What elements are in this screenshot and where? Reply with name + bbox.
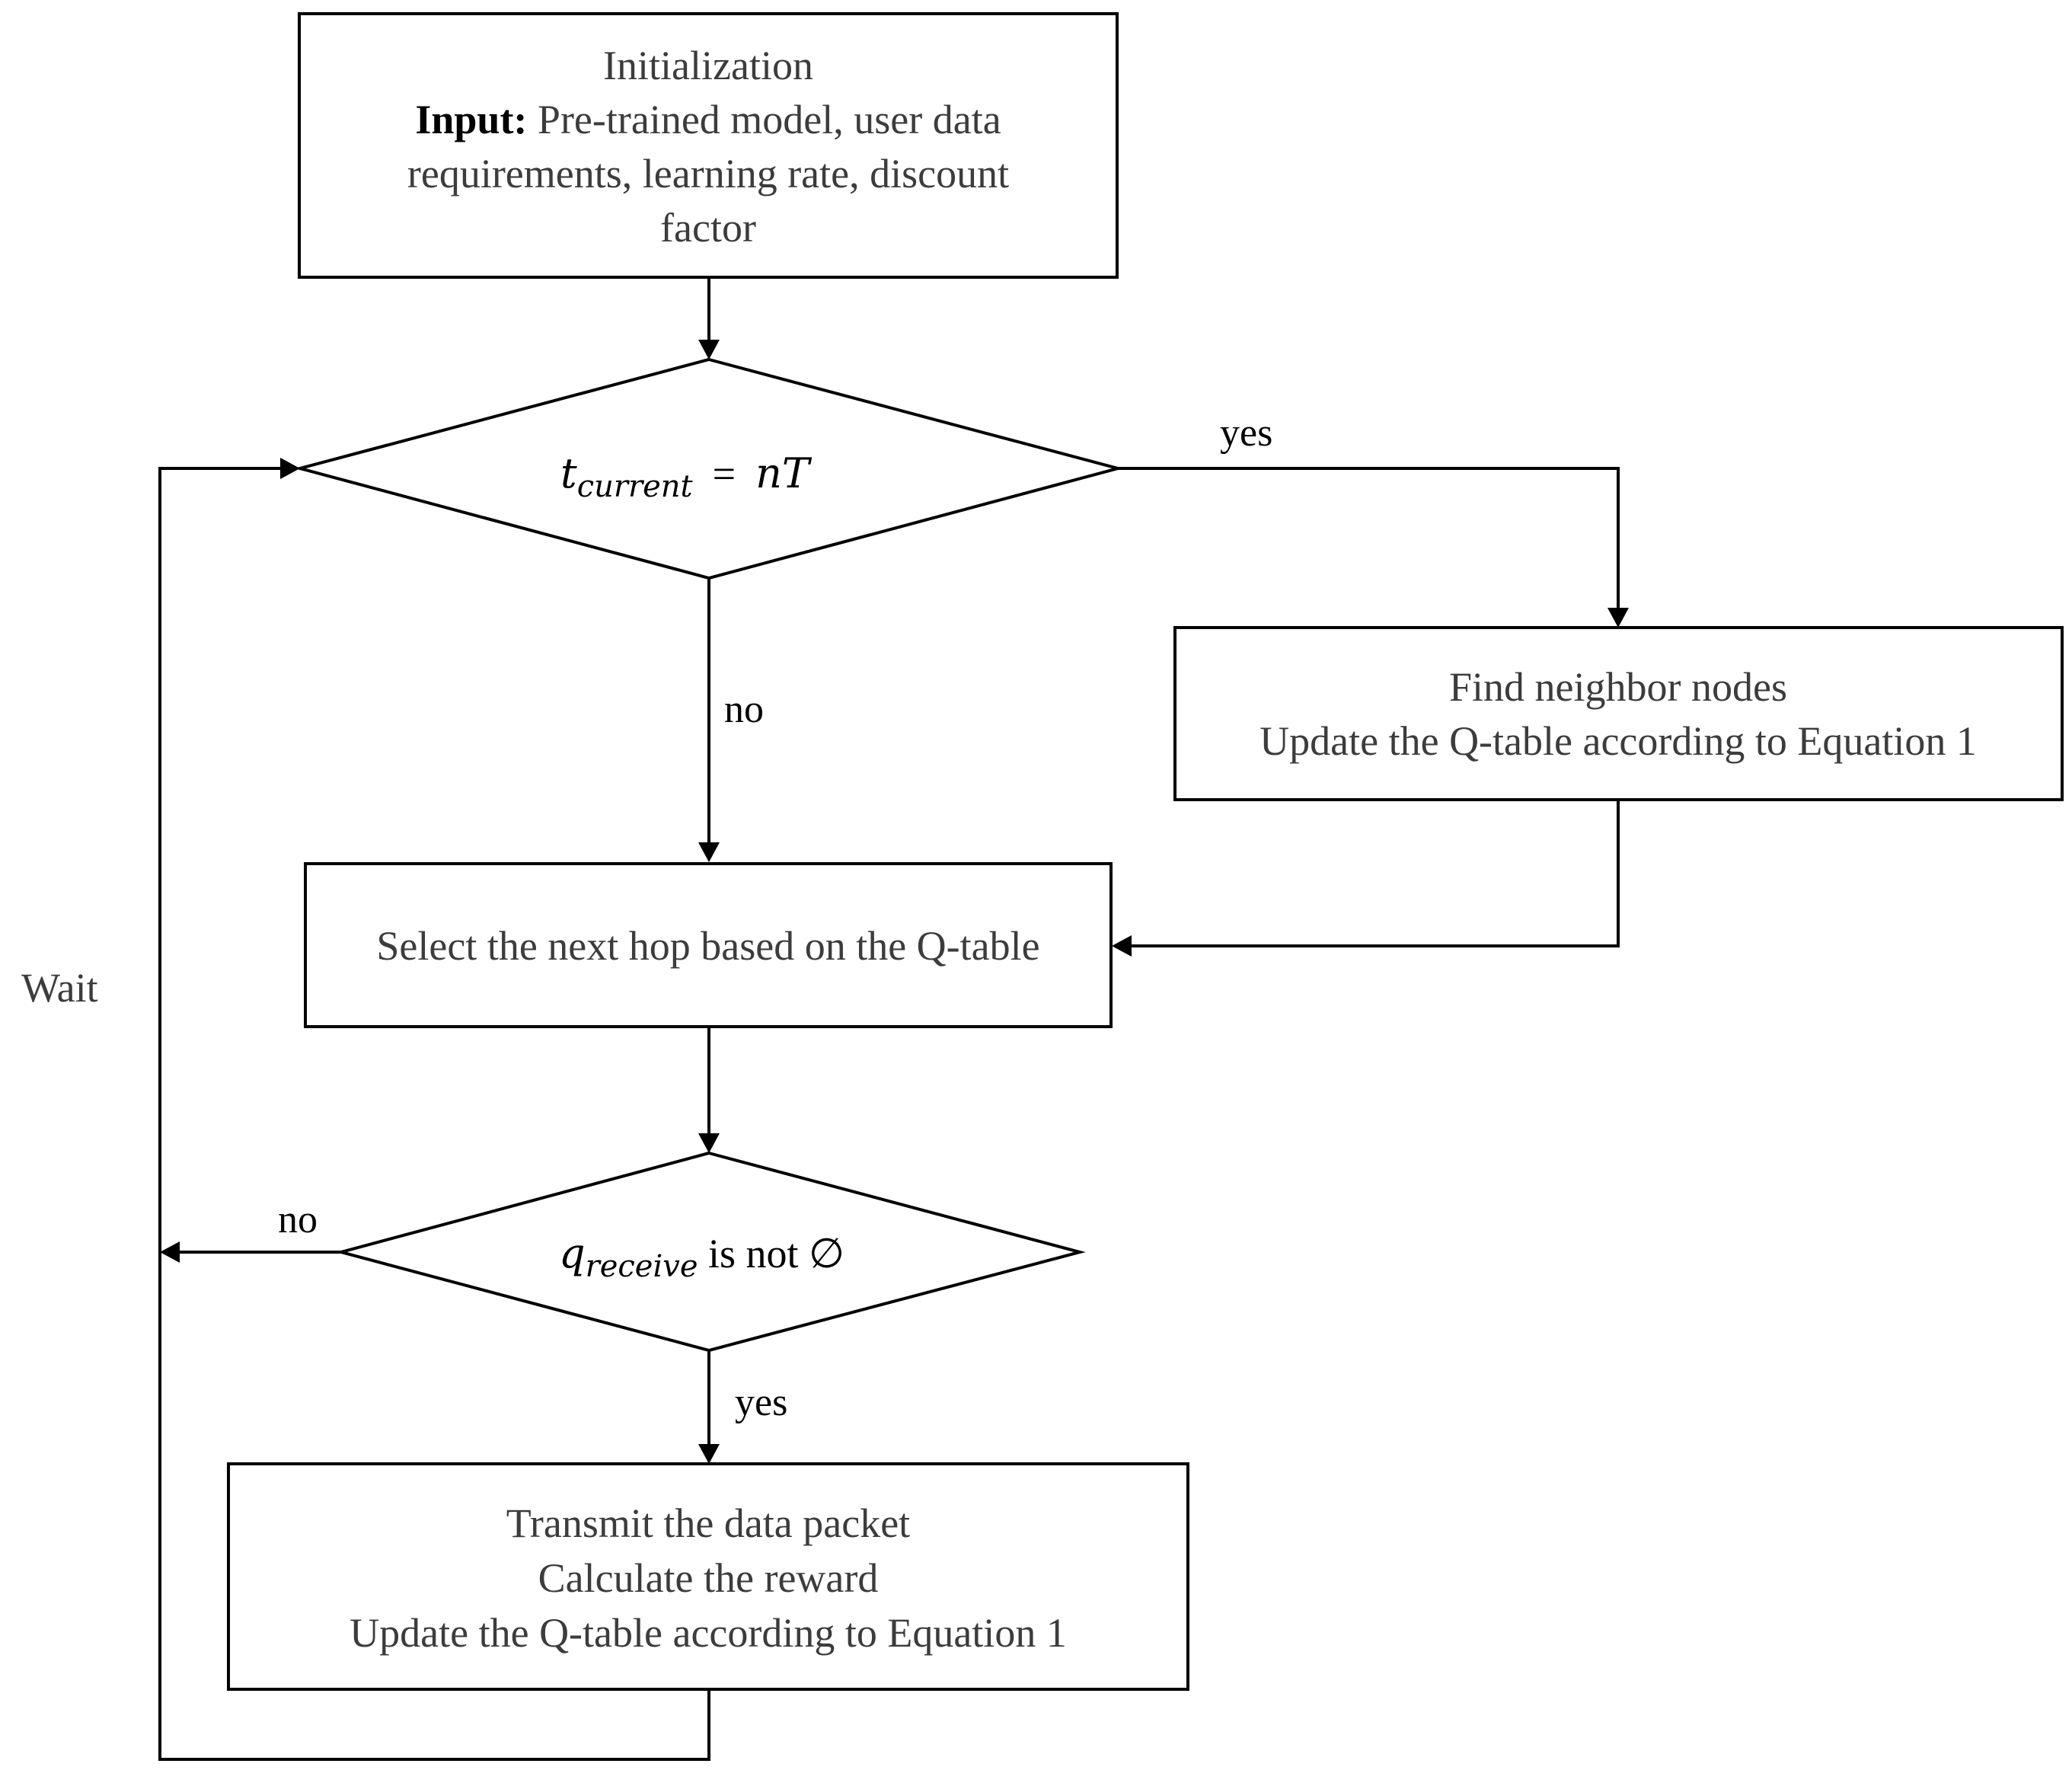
- edge-find-neighbors-to-select-hop: [1130, 800, 1620, 947]
- arrowhead: [280, 458, 300, 479]
- receive-check-condition: qreceive is not ∅: [559, 1229, 844, 1284]
- arrowhead: [1112, 935, 1132, 957]
- receive-check-yes-label: yes: [735, 1381, 787, 1424]
- receive-check-no-label: no: [278, 1198, 318, 1241]
- wait-label: Wait: [21, 965, 98, 1011]
- init-input-values: Pre-trained model, user data: [527, 97, 1001, 142]
- arrowhead: [698, 1444, 720, 1464]
- transmit-box: Transmit the data packet Calculate the r…: [227, 1462, 1189, 1691]
- time-check-no-label: no: [724, 688, 764, 731]
- init-box: Initialization Input: Pre-trained model,…: [298, 12, 1119, 279]
- arrowhead: [698, 842, 720, 862]
- init-input-label: Input:: [415, 97, 527, 142]
- receive-check-rest: is not ∅: [698, 1231, 845, 1276]
- arrowhead: [160, 1241, 180, 1263]
- transmit-line-1: Transmit the data packet: [506, 1500, 910, 1546]
- arrowhead: [1607, 608, 1629, 628]
- time-check-yes-label: yes: [1220, 411, 1272, 455]
- receive-check-decision: qreceive is not ∅: [335, 1151, 1086, 1353]
- arrowhead: [698, 1133, 720, 1153]
- find-neighbors-box: Find neighbor nodes Update the Q-table a…: [1173, 626, 2064, 801]
- receive-check-variable: q: [559, 1229, 586, 1277]
- time-check-rhs: nT: [755, 449, 813, 497]
- find-neighbors-line-1: Find neighbor nodes: [1449, 664, 1787, 710]
- select-hop-box: Select the next hop based on the Q-table: [304, 862, 1113, 1028]
- time-check-variable: t: [560, 449, 577, 497]
- transmit-line-2: Calculate the reward: [538, 1555, 879, 1601]
- edge-time-yes-to-find-neighbors: [1118, 467, 1620, 609]
- arrowhead: [698, 340, 720, 359]
- receive-check-subscript: receive: [586, 1249, 698, 1284]
- init-line-4: factor: [660, 205, 756, 251]
- time-check-subscript: current: [577, 469, 694, 504]
- transmit-line-3: Update the Q-table according to Equation…: [350, 1610, 1067, 1656]
- init-line-1: Initialization: [603, 43, 813, 88]
- init-line-2: Input: Pre-trained model, user data: [415, 97, 1001, 142]
- time-check-operator: =: [713, 451, 736, 497]
- time-check-condition: tcurrent = nT: [560, 449, 813, 504]
- time-check-decision: tcurrent = nT: [294, 357, 1124, 580]
- init-line-3: requirements, learning rate, discount: [407, 151, 1009, 196]
- edge-wait-loop: [158, 467, 710, 1761]
- find-neighbors-line-2: Update the Q-table according to Equation…: [1259, 718, 1977, 764]
- select-hop-line-1: Select the next hop based on the Q-table: [376, 923, 1039, 969]
